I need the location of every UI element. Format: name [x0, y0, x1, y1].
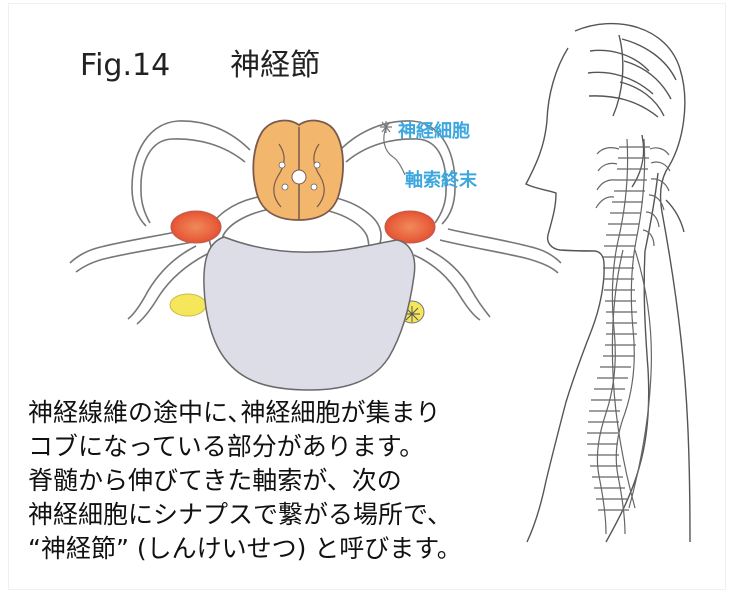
right-ganglion: [385, 211, 435, 243]
neuron-label: 神経細胞: [398, 117, 470, 143]
left-yellow-node: [170, 294, 206, 316]
human-figure: [526, 24, 690, 542]
spinal-cord: [253, 121, 343, 220]
left-ganglion: [171, 211, 221, 243]
caption-line-2: コブになっている部分があります。: [28, 430, 548, 464]
axon-terminal-label: 軸索終末: [405, 166, 477, 192]
caption-line-4: 神経細胞にシナプスで繋がる場所で、: [28, 498, 548, 532]
caption-line-3: 脊髄から伸びてきた軸索が、次の: [28, 464, 548, 498]
caption: 神経線維の途中に､神経細胞が集まり コブになっている部分があります。 脊髄から伸…: [28, 396, 548, 566]
caption-line-1: 神経線維の途中に､神経細胞が集まり: [28, 396, 548, 430]
spine: [587, 139, 670, 534]
caption-line-5: “神経節” (しんけいせつ) と呼びます。: [28, 532, 548, 566]
vertebral-body: [204, 237, 415, 390]
